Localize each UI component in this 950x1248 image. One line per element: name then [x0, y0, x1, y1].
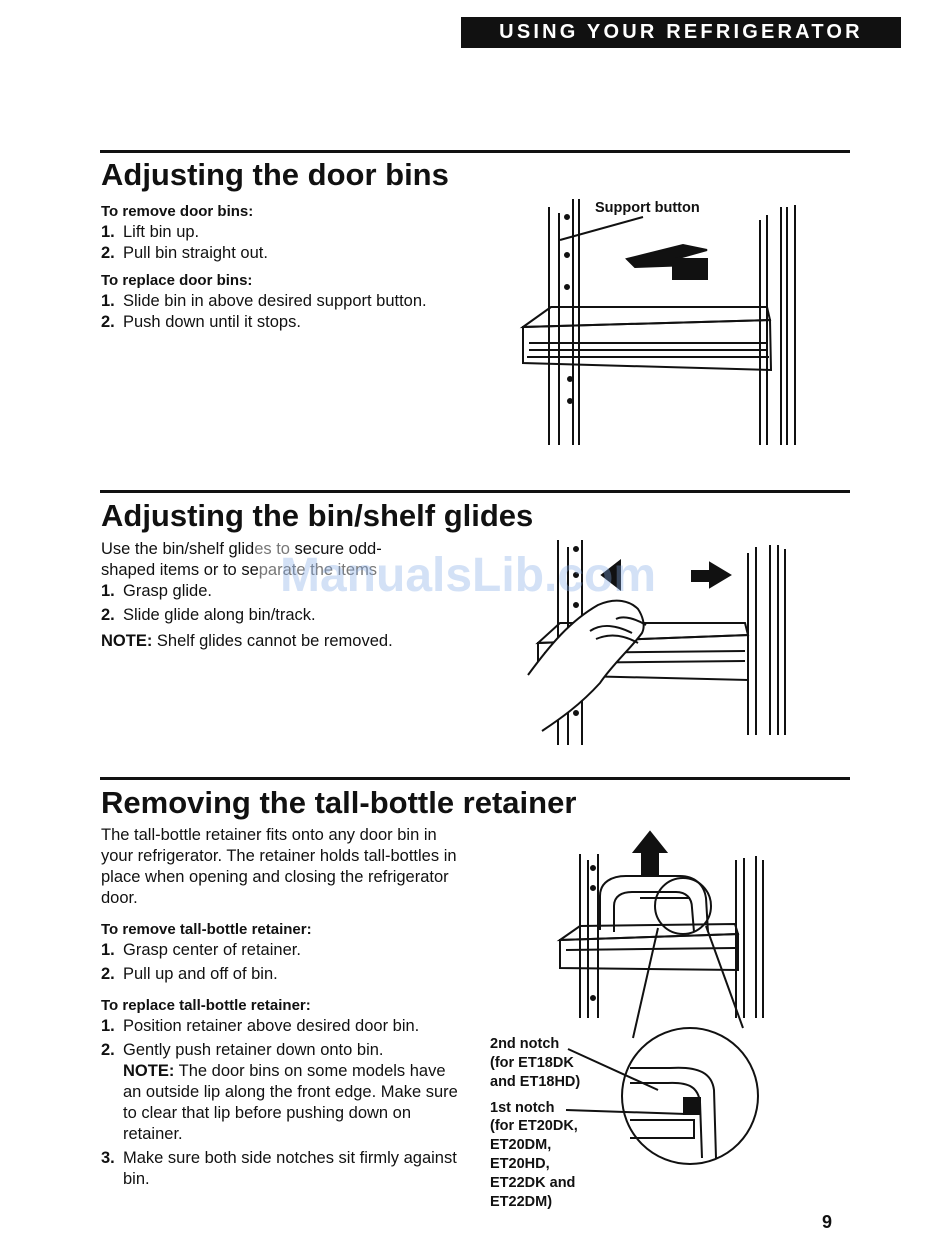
- section-header-bar: USING YOUR REFRIGERATOR: [461, 17, 901, 48]
- glides-note: NOTE: Shelf glides cannot be removed.: [101, 632, 393, 650]
- retainer-note: NOTE: The door bins on some models have …: [123, 1062, 458, 1143]
- subheading-replace-retainer: To replace tall-bottle retainer:: [101, 997, 311, 1014]
- step-item: 1.Lift bin up.: [101, 223, 200, 241]
- notch-1-label-line-1: 1st notch: [490, 1100, 554, 1116]
- section-title-retainer: Removing the tall-bottle retainer: [101, 785, 577, 820]
- notch-2-label-line-3: and ET18HD): [490, 1074, 580, 1090]
- section-title-door-bins: Adjusting the door bins: [101, 157, 449, 192]
- section-divider: [100, 150, 850, 153]
- step-item: 2.Pull bin straight out.: [101, 244, 268, 262]
- step-item: 1.Grasp glide.: [101, 582, 212, 600]
- subheading-remove-retainer: To remove tall-bottle retainer:: [101, 921, 312, 938]
- step-item: 2.Gently push retainer down onto bin.: [101, 1041, 384, 1059]
- glides-intro-line-1: Use the bin/shelf glides to secure odd-: [101, 540, 382, 558]
- notch-1-label-line-2: (for ET20DK,: [490, 1118, 578, 1134]
- glides-intro-line-2: shaped items or to separate the items: [101, 561, 378, 579]
- subheading-replace-door-bins: To replace door bins:: [101, 272, 253, 289]
- step-item: 1.Position retainer above desired door b…: [101, 1017, 420, 1035]
- door-bin-illustration: Support button: [515, 195, 815, 450]
- notch-2-label-line-1: 2nd notch: [490, 1036, 559, 1052]
- step-item: 2.Slide glide along bin/track.: [101, 606, 316, 624]
- retainer-intro: The tall-bottle retainer fits onto any d…: [101, 826, 457, 907]
- section-divider: [100, 490, 850, 493]
- step-item: 2.Pull up and off of bin.: [101, 965, 278, 983]
- door-bins-instructions: To remove door bins: 1.Lift bin up. 2.Pu…: [101, 201, 521, 333]
- section-title-glides: Adjusting the bin/shelf glides: [101, 498, 534, 533]
- glide-illustration: [520, 535, 800, 750]
- retainer-instructions: The tall-bottle retainer fits onto any d…: [101, 825, 461, 1190]
- glides-instructions: Use the bin/shelf glides to secure odd- …: [101, 539, 541, 652]
- notch-1-label-line-6: ET22DM): [490, 1194, 552, 1210]
- page-number: 9: [822, 1212, 833, 1232]
- notch-2-label-line-2: (for ET18DK: [490, 1055, 574, 1071]
- step-item: 1.Grasp center of retainer.: [101, 941, 301, 959]
- retainer-illustration: 2nd notch (for ET18DK and ET18HD) 1st no…: [480, 828, 780, 1213]
- section-divider: [100, 777, 850, 780]
- step-item: 1.Slide bin in above desired support but…: [101, 292, 427, 310]
- subheading-remove-door-bins: To remove door bins:: [101, 203, 254, 220]
- notch-1-label-line-5: ET22DK and: [490, 1175, 575, 1191]
- step-item: 3.Make sure both side notches sit firmly…: [101, 1149, 457, 1188]
- notch-1-label-line-4: ET20HD,: [490, 1156, 550, 1172]
- notch-1-label-line-3: ET20DM,: [490, 1137, 551, 1153]
- watermark-logo: ManualsLib.com: [280, 549, 657, 602]
- step-item: 2.Push down until it stops.: [101, 313, 301, 331]
- support-button-label: Support button: [595, 200, 700, 216]
